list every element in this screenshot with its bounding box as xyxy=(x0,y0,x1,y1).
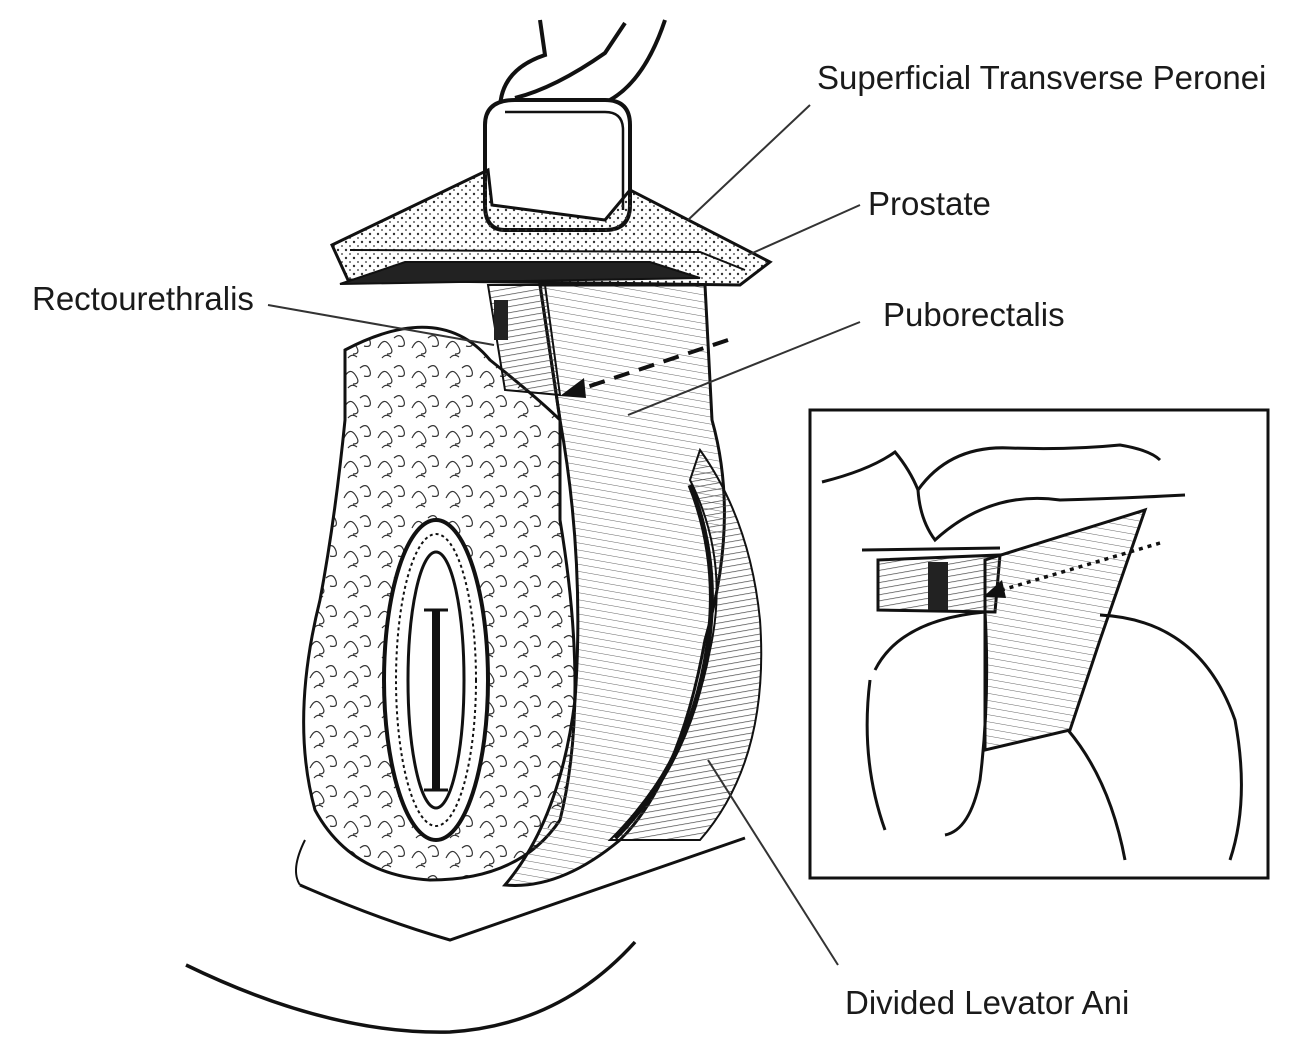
label-puborectalis: Puborectalis xyxy=(883,298,1065,331)
label-rectourethralis: Rectourethralis xyxy=(32,282,254,315)
label-prostate: Prostate xyxy=(868,187,991,220)
inset-diagram xyxy=(810,410,1268,878)
label-superficial-transverse: Superficial Transverse Peronei xyxy=(817,61,1266,94)
anus xyxy=(384,520,488,840)
label-divided-levator-ani: Divided Levator Ani xyxy=(845,986,1129,1019)
